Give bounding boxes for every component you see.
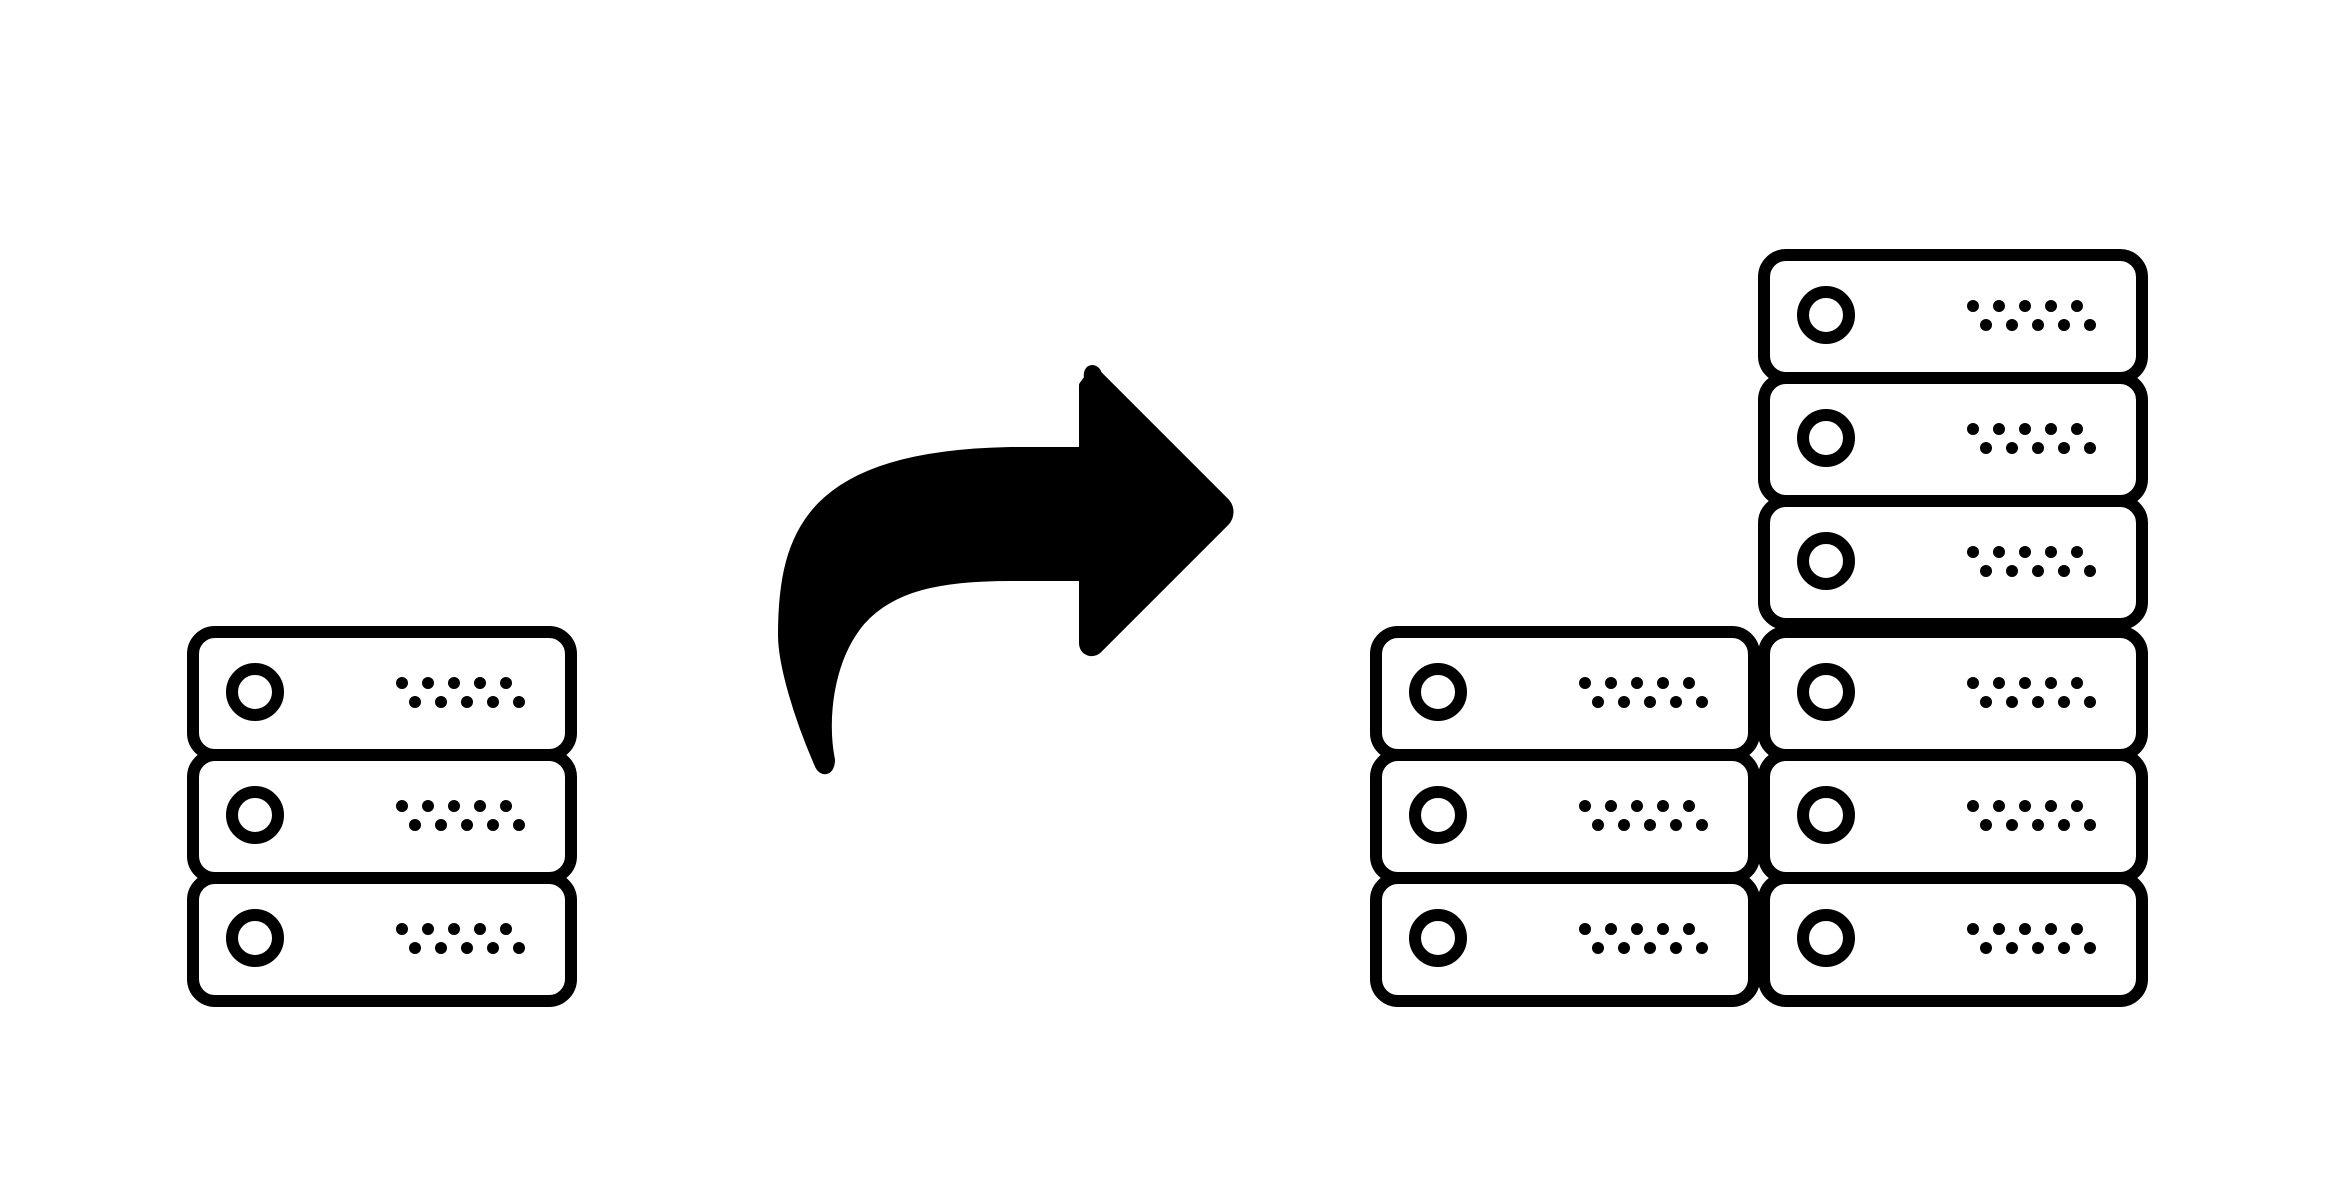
server-stack-before: [193, 632, 571, 1001]
server-rack-unit-icon: [1376, 755, 1754, 878]
server-rack-unit-icon: [193, 632, 571, 755]
server-rack-unit-icon: [1764, 255, 2142, 378]
server-rack-unit-icon: [193, 878, 571, 1001]
server-rack-unit-icon: [1376, 632, 1754, 755]
server-rack-unit-icon: [1764, 755, 2142, 878]
server-rack-unit-icon: [1764, 878, 2142, 1001]
server-rack-unit-icon: [1764, 632, 2142, 755]
server-rack-unit-icon: [193, 755, 571, 878]
curved-arrow-right-icon: [778, 365, 1234, 775]
server-rack-unit-icon: [1764, 378, 2142, 501]
server-rack-unit-icon: [1376, 878, 1754, 1001]
server-stack-after-left: [1376, 632, 1754, 1001]
server-rack-unit-icon: [1764, 501, 2142, 624]
server-stack-after-right: [1764, 255, 2142, 1001]
